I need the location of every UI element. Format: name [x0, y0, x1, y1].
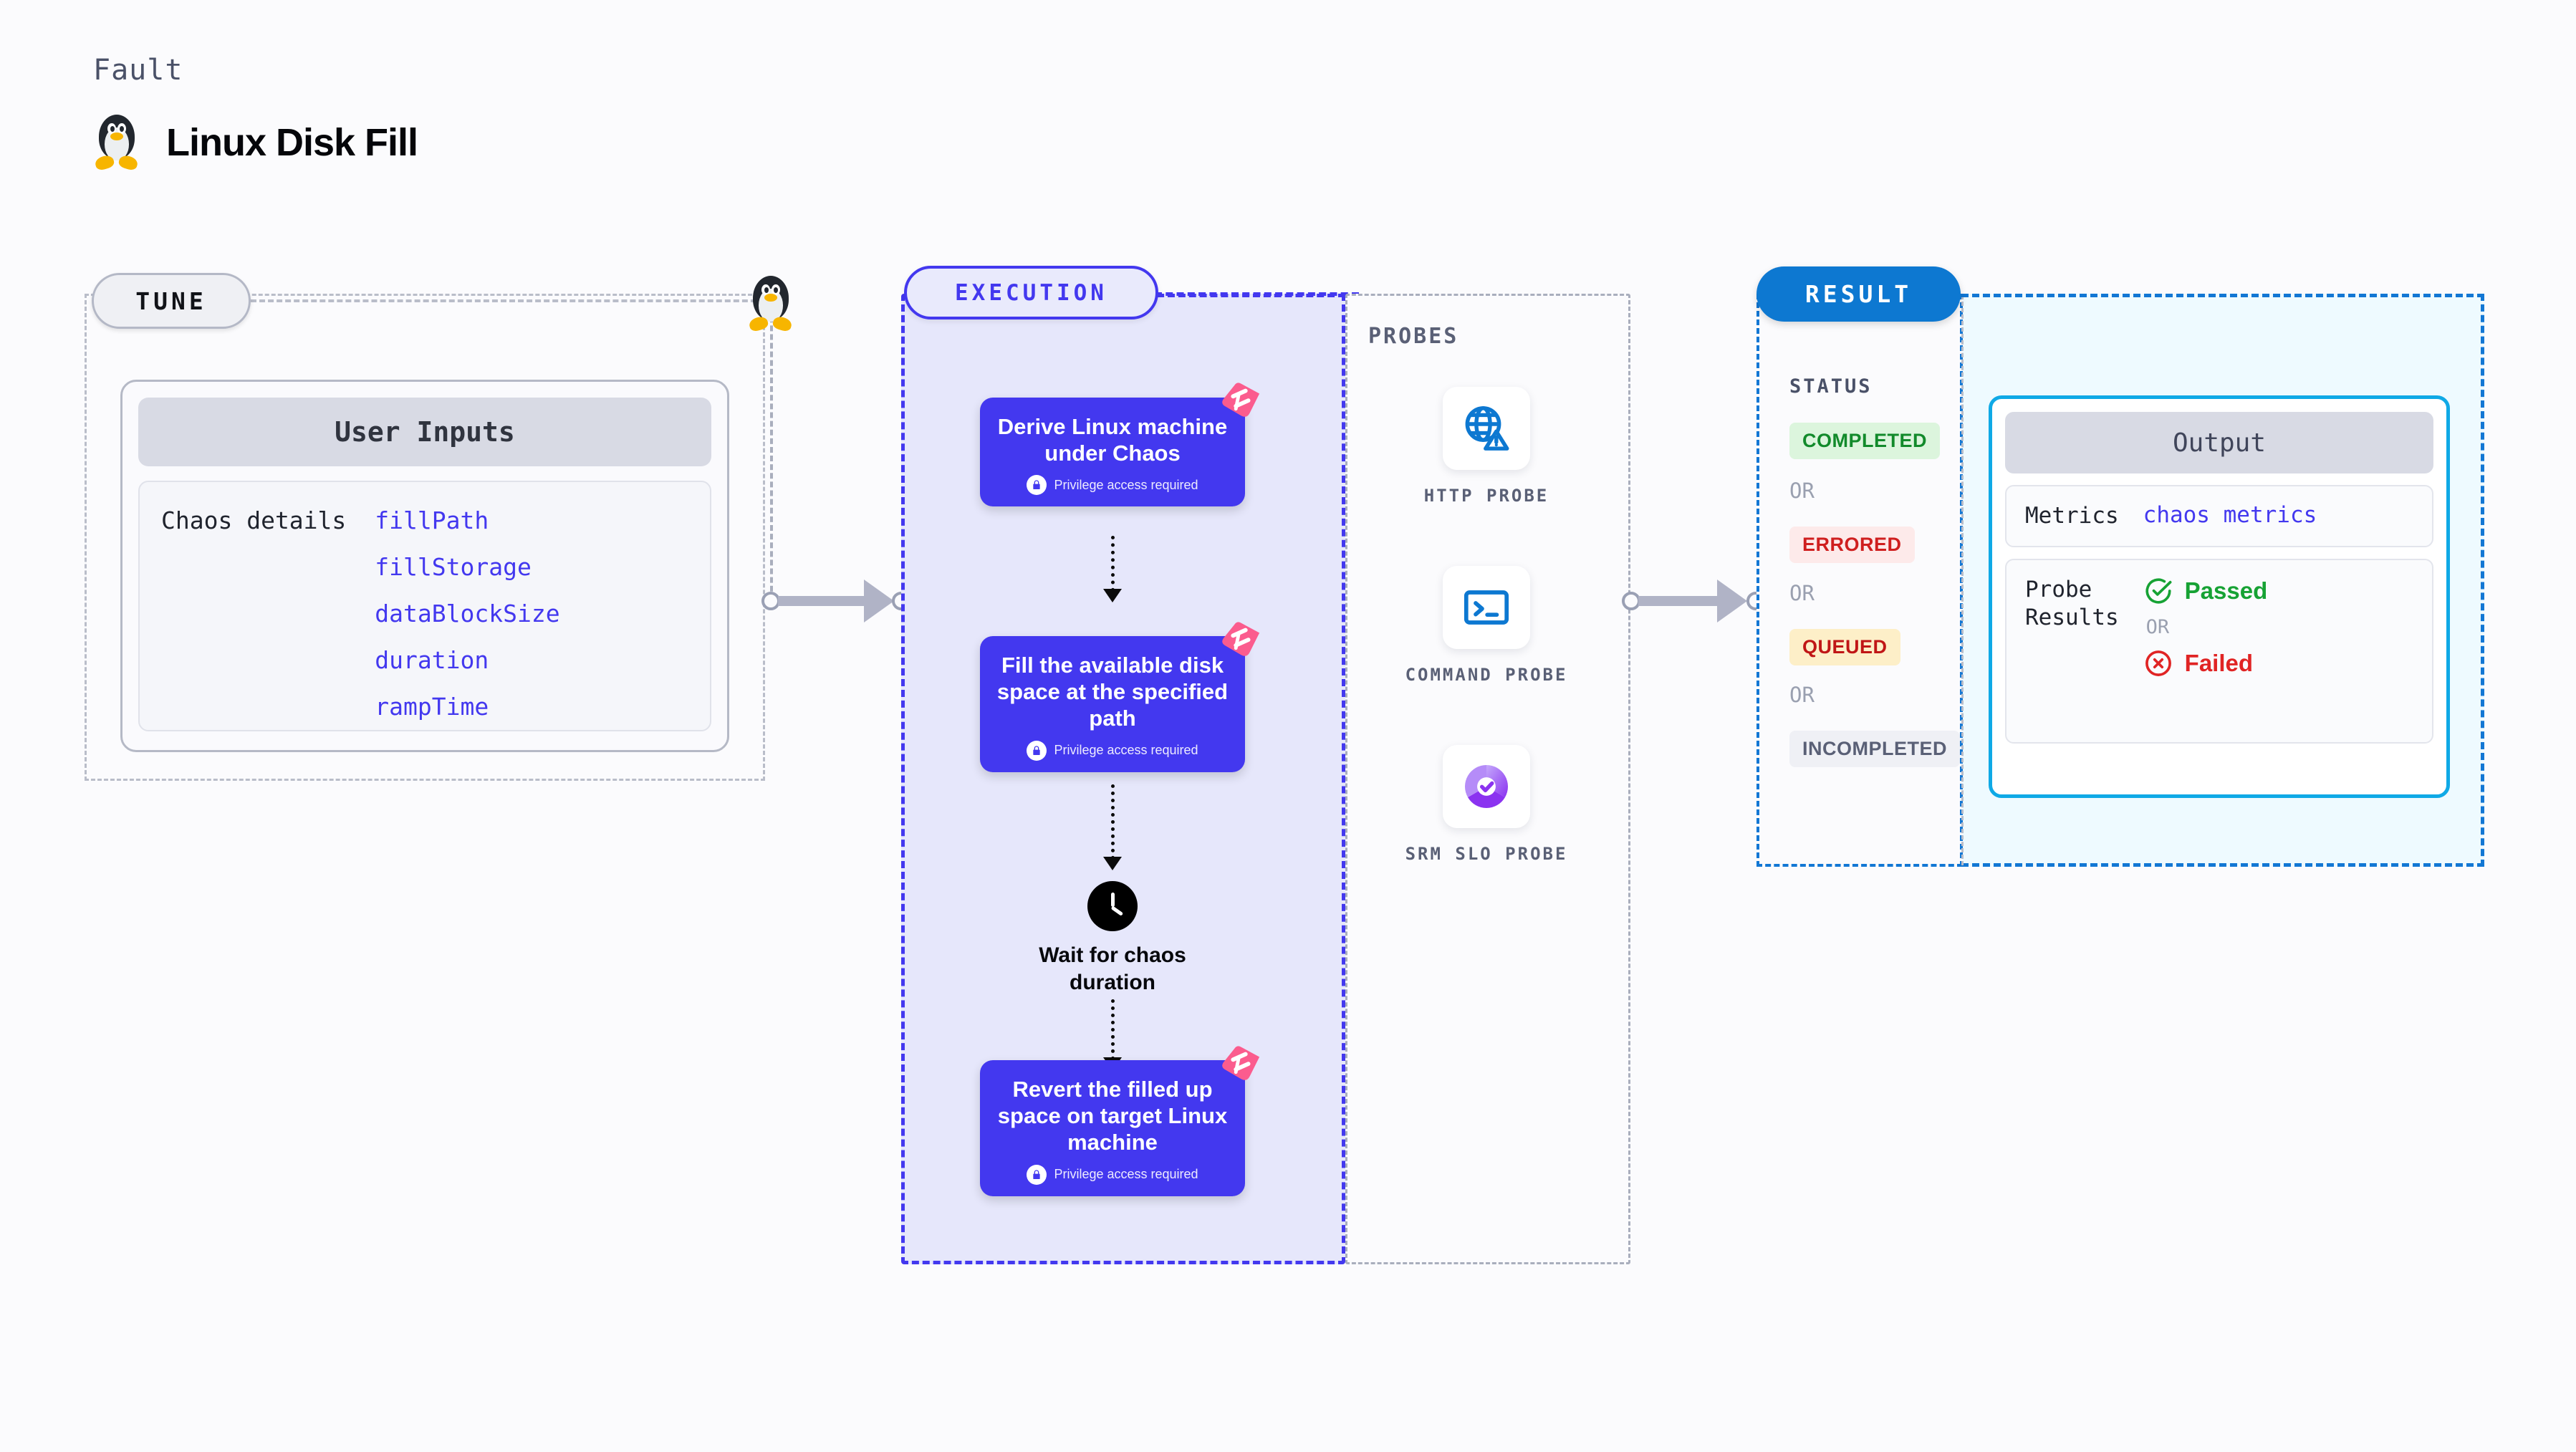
status-badge-errored: ERRORED [1789, 527, 1915, 563]
user-inputs-body: Chaos details fillPath fillStorage dataB… [138, 481, 711, 731]
probe-result-failed: Failed [2143, 648, 2268, 678]
execution-step-2[interactable]: Fill the available disk space at the spe… [980, 636, 1245, 772]
probe-result-passed-label: Passed [2184, 577, 2268, 604]
linux-penguin-marker-icon [747, 276, 794, 333]
probe-command-label: COMMAND PROBE [1405, 665, 1568, 685]
connector-arrow-probes-result [1717, 580, 1747, 622]
chaos-details-label: Chaos details [161, 506, 347, 534]
probe-result-passed: Passed [2143, 576, 2268, 606]
output-metrics-key: Metrics [2025, 503, 2119, 529]
result-status-panel [1756, 294, 1963, 867]
wait-label: Wait for chaos duration [1039, 943, 1186, 994]
output-probe-results-row: Probe Results Passed OR [2005, 558, 2433, 744]
execution-step-3-privilege-label: Privilege access required [1054, 1167, 1198, 1182]
user-inputs-card: User Inputs Chaos details fillPath fillS… [120, 380, 729, 752]
connector-line-tune-exec [778, 596, 871, 606]
connector-line-probes-result [1638, 596, 1724, 606]
execution-arrow-2 [1103, 857, 1122, 870]
execution-step-1-privilege-label: Privilege access required [1054, 477, 1198, 492]
probe-result-or: OR [2145, 615, 2170, 638]
execution-step-2-privilege: Privilege access required [993, 740, 1232, 761]
globe-warning-icon [1443, 387, 1530, 470]
execution-step-1-title: Derive Linux machine under Chaos [997, 414, 1228, 466]
probes-section-label: PROBES [1368, 324, 1459, 349]
chaos-param-list: fillPath fillStorage dataBlockSize durat… [375, 506, 560, 721]
execution-step-2-privilege-label: Privilege access required [1054, 743, 1198, 758]
lock-icon [1027, 740, 1047, 761]
connector-arrow-tune-exec [864, 580, 894, 622]
tune-dash-top [251, 299, 774, 302]
lock-icon [1027, 1164, 1047, 1185]
probe-http-label: HTTP PROBE [1423, 486, 1549, 506]
slo-donut-check-icon [1443, 745, 1530, 828]
user-inputs-title: User Inputs [138, 398, 711, 466]
execution-step-1-privilege: Privilege access required [993, 475, 1232, 496]
x-circle-icon [2143, 648, 2173, 678]
result-column-divider [1961, 295, 1964, 865]
status-badge-incompleted: INCOMPLETED [1789, 731, 1961, 767]
execution-dash-top [1155, 292, 1359, 296]
param-ramptime[interactable]: rampTime [375, 693, 489, 721]
output-metrics-row: Metrics chaos metrics [2005, 485, 2433, 547]
execution-step-2-title: Fill the available disk space at the spe… [996, 653, 1229, 731]
page-title: Linux Disk Fill [166, 121, 418, 164]
probe-srm-slo[interactable]: SRM SLO PROBE [1400, 745, 1572, 865]
output-card: Output Metrics chaos metrics Probe Resul… [1989, 395, 2450, 798]
status-or-3: OR [1789, 683, 1815, 707]
connector-node-tune-out [761, 592, 780, 610]
probe-srm-slo-label: SRM SLO PROBE [1405, 844, 1568, 864]
execution-connector-1 [1111, 536, 1115, 592]
execution-step-3-privilege: Privilege access required [993, 1164, 1232, 1185]
probe-command[interactable]: COMMAND PROBE [1400, 566, 1572, 686]
linux-penguin-icon [93, 115, 140, 172]
execution-connector-3 [1111, 999, 1115, 1060]
page-eyebrow: Fault [93, 54, 183, 87]
lock-icon [1027, 475, 1047, 496]
result-dash-top [1961, 294, 2484, 297]
output-probe-results-values: Passed OR Failed [2143, 576, 2268, 726]
output-probe-results-key: Probe Results [2025, 576, 2119, 630]
terminal-icon [1443, 566, 1530, 649]
execution-connector-2 [1111, 784, 1115, 860]
param-datablocksize[interactable]: dataBlockSize [375, 600, 560, 628]
probe-http[interactable]: HTTP PROBE [1400, 387, 1572, 507]
status-label: STATUS [1789, 375, 1873, 398]
status-badge-completed: COMPLETED [1789, 423, 1941, 459]
status-badge-queued: QUEUED [1789, 629, 1900, 665]
param-fillstorage[interactable]: fillStorage [375, 553, 532, 581]
result-pill[interactable]: RESULT [1756, 266, 1961, 322]
execution-arrow-1 [1103, 589, 1122, 602]
execution-step-3-title: Revert the filled up space on target Lin… [997, 1077, 1228, 1155]
param-duration[interactable]: duration [375, 646, 489, 674]
tune-pill[interactable]: TUNE [92, 273, 251, 329]
output-metrics-value[interactable]: chaos metrics [2143, 502, 2317, 528]
clock-icon [1087, 881, 1138, 931]
status-or-1: OR [1789, 479, 1815, 503]
check-circle-icon [2143, 576, 2173, 606]
page-title-row: Linux Disk Fill [93, 115, 418, 172]
execution-pill[interactable]: EXECUTION [904, 266, 1158, 319]
tune-dash-right [770, 299, 773, 609]
execution-step-1[interactable]: Derive Linux machine under Chaos Privile… [980, 398, 1245, 507]
probe-result-failed-label: Failed [2184, 649, 2254, 676]
status-or-2: OR [1789, 581, 1815, 605]
param-fillpath[interactable]: fillPath [375, 506, 489, 534]
tune-panel [85, 294, 765, 781]
output-title: Output [2005, 412, 2433, 473]
execution-step-3[interactable]: Revert the filled up space on target Lin… [980, 1060, 1245, 1196]
